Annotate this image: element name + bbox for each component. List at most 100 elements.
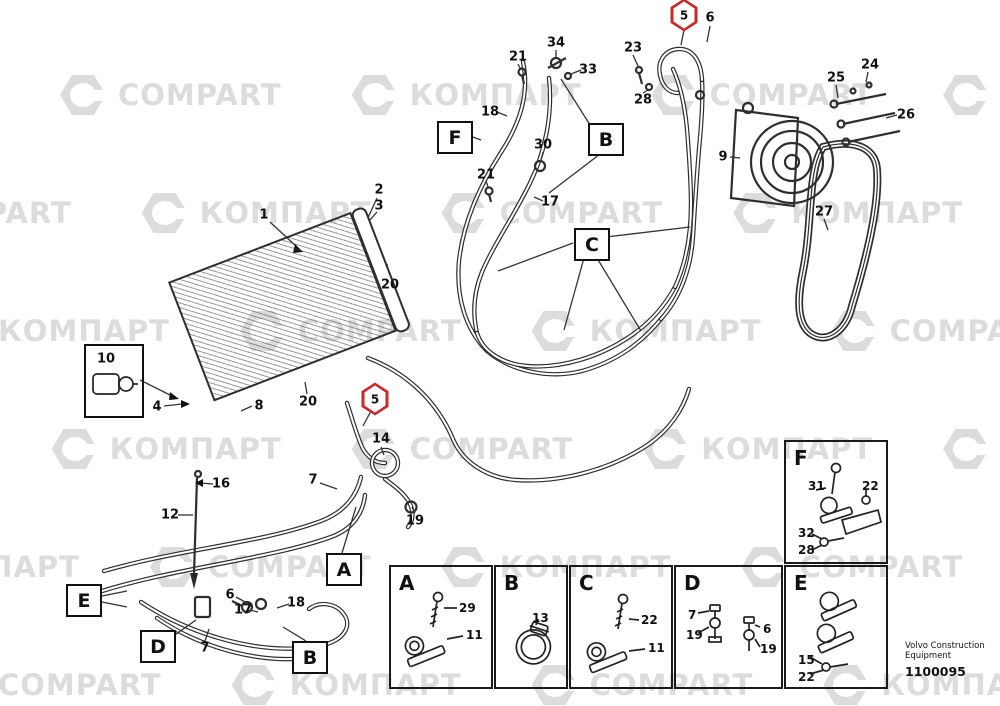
part-label: 20 bbox=[380, 277, 400, 293]
detail-box-f-art bbox=[811, 462, 883, 551]
part-label: 7 bbox=[308, 472, 318, 488]
part-label: 16 bbox=[211, 476, 231, 492]
part-label: 18 bbox=[480, 104, 500, 120]
callout-f: F bbox=[437, 121, 473, 154]
detail-label: 22 bbox=[862, 479, 879, 493]
callout-a: A bbox=[326, 553, 362, 586]
watermark-text: COMPART bbox=[499, 196, 664, 230]
detail-box-b-letter: B bbox=[504, 571, 520, 595]
detail-box-d-art bbox=[697, 604, 761, 651]
watermark-unit: COMPART bbox=[741, 547, 964, 587]
brand-text: Volvo Construction Equipment bbox=[905, 641, 985, 661]
detail-label: 31 bbox=[808, 479, 825, 493]
receiver-drier-art bbox=[92, 373, 138, 395]
callout-e: E bbox=[66, 584, 102, 617]
detail-label: 15 bbox=[798, 653, 815, 667]
detail-label: 11 bbox=[466, 628, 483, 642]
watermark-unit: КОМПАРТ bbox=[823, 665, 1000, 705]
detail-label: 29 bbox=[459, 601, 476, 615]
refrigerant-hoses bbox=[102, 49, 702, 659]
small-fittings-bottom bbox=[193, 595, 268, 619]
detail-box-a-art bbox=[404, 591, 464, 668]
part-label: 21 bbox=[508, 49, 528, 65]
watermark-unit: COMPART bbox=[0, 193, 72, 233]
part-label: 5 bbox=[364, 385, 386, 413]
brand-line-1: Volvo Construction bbox=[905, 641, 985, 651]
watermark-unit: КОМПАРТ bbox=[0, 311, 170, 351]
detail-label: 19 bbox=[760, 642, 777, 656]
detail-label: 32 bbox=[798, 526, 815, 540]
part-label: 23 bbox=[623, 40, 643, 56]
part-label: 28 bbox=[633, 92, 653, 108]
footer: Volvo Construction Equipment 1100095 bbox=[905, 641, 985, 679]
callout-c: C bbox=[574, 228, 610, 261]
watermark-text: COMPART bbox=[409, 432, 574, 466]
detail-box-f: F 31 22 32 28 bbox=[784, 440, 888, 564]
detail-box-d-letter: D bbox=[684, 571, 701, 595]
detail-box-c-art bbox=[586, 593, 646, 674]
detail-box-b-art bbox=[515, 618, 552, 665]
detail-box-e: E 15 22 bbox=[784, 565, 888, 689]
watermark-text: КОМПАРТ bbox=[0, 550, 80, 584]
part-label: 24 bbox=[860, 57, 880, 73]
detail-box-e-letter: E bbox=[794, 571, 808, 595]
detail-label: 19 bbox=[686, 628, 703, 642]
watermark-unit: КОМПАРТ bbox=[0, 547, 80, 587]
detail-label: 13 bbox=[532, 611, 549, 625]
watermark-unit: COMPART bbox=[943, 429, 1000, 469]
part-label: 19 bbox=[405, 513, 425, 529]
part-label: 9 bbox=[718, 149, 728, 165]
part-label: 6 bbox=[225, 587, 235, 603]
part-label: 1 bbox=[259, 207, 269, 223]
watermark-text: COMPART bbox=[0, 668, 162, 702]
part-label: 20 bbox=[298, 394, 318, 410]
watermark-text: КОМПАРТ bbox=[0, 314, 170, 348]
watermark-text: COMPART bbox=[589, 668, 754, 702]
watermark-unit: КОМПАРТ bbox=[643, 429, 873, 469]
part-label: 27 bbox=[814, 204, 834, 220]
compressor bbox=[694, 89, 835, 208]
small-fittings-top bbox=[484, 56, 654, 203]
detail-label: 22 bbox=[641, 613, 658, 627]
drain-tube bbox=[190, 469, 203, 589]
detail-label: 11 bbox=[648, 641, 665, 655]
watermark-text: COMPART bbox=[0, 196, 72, 230]
part-label: 18 bbox=[286, 595, 306, 611]
part-label: 14 bbox=[371, 431, 391, 447]
detail-box-c-letter: C bbox=[579, 571, 594, 595]
detail-box-a: A 29 11 bbox=[389, 565, 493, 689]
detail-box-e-art bbox=[809, 591, 858, 675]
part-label: 6 bbox=[705, 10, 715, 26]
watermark-text: COMPART bbox=[709, 78, 874, 112]
watermark-unit: КОМПАРТ bbox=[441, 547, 672, 587]
part-label: 34 bbox=[546, 35, 566, 51]
detail-box-d: D 7 19 6 19 bbox=[674, 565, 783, 689]
watermark-row: COMPARTКОМПАРТCOMPARTКОМПАРТCOMPARTКОМПА… bbox=[0, 429, 1000, 469]
callout-b: B bbox=[588, 123, 624, 156]
part-label: 17 bbox=[540, 194, 560, 210]
part-label: 2 bbox=[374, 182, 384, 198]
part-label: 3 bbox=[374, 198, 384, 214]
detail-box-f-letter: F bbox=[794, 446, 808, 470]
detail-box-b: B 13 bbox=[494, 565, 568, 689]
part-label: 30 bbox=[533, 137, 553, 153]
callout-b: B bbox=[292, 641, 328, 674]
watermark-text: COMPART bbox=[889, 314, 1000, 348]
part-label: 10 bbox=[96, 351, 116, 367]
callout-d: D bbox=[140, 630, 176, 663]
part-label: 4 bbox=[152, 399, 162, 415]
brand-line-2: Equipment bbox=[905, 651, 952, 662]
detail-label: 7 bbox=[688, 608, 697, 622]
watermark-text: КОМПАРТ bbox=[109, 432, 282, 466]
part-label: 8 bbox=[254, 398, 264, 414]
watermark-row: COMPARTКОМПАРТCOMPARTКОМПАРТCOMPARTКОМПА… bbox=[0, 193, 1000, 233]
watermark-text: COMPART bbox=[799, 550, 964, 584]
option-hexagon-icon: 5 bbox=[670, 0, 698, 32]
detail-box-c: C 22 11 bbox=[569, 565, 673, 689]
detail-label: 28 bbox=[798, 543, 815, 557]
figure-number: 1100095 bbox=[905, 664, 966, 680]
part-label: 5 bbox=[673, 1, 695, 29]
